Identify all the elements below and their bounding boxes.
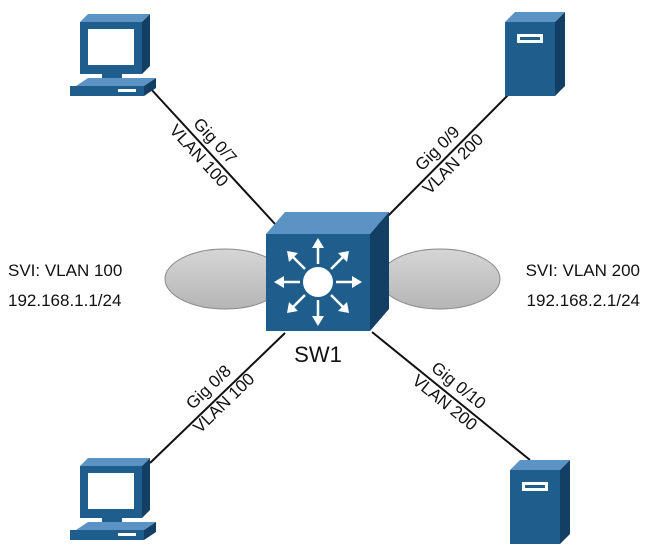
server-icon xyxy=(510,460,570,544)
svi-right-title: SVI: VLAN 200 xyxy=(526,261,640,280)
switch-label: SW1 xyxy=(294,342,342,367)
svi-oval-right xyxy=(379,248,501,310)
multilayer-switch-icon xyxy=(266,212,389,331)
connection-lines xyxy=(149,79,531,464)
link-top-left xyxy=(149,87,276,225)
svi-right-address: 192.168.2.1/24 xyxy=(527,291,640,310)
server-icon xyxy=(505,12,565,96)
svi-left-address: 192.168.1.1/24 xyxy=(8,291,121,310)
workstation-icon xyxy=(70,14,156,96)
link-bottom-right xyxy=(371,331,531,461)
link-top-right xyxy=(377,79,524,227)
link-bottom-left xyxy=(149,332,286,464)
svi-left-title: SVI: VLAN 100 xyxy=(8,261,122,280)
workstation-icon xyxy=(70,458,156,540)
